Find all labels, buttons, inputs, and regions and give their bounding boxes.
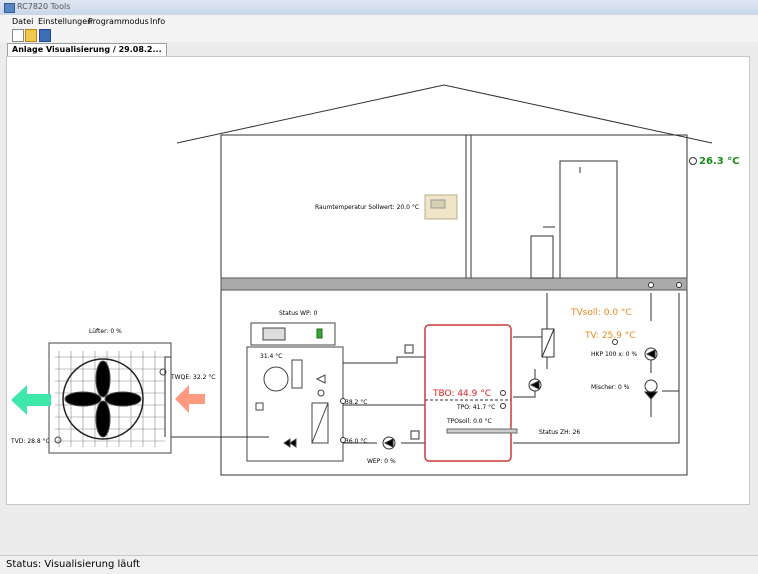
status-text: Status: Visualisierung läuft bbox=[6, 559, 141, 570]
compressor-icon bbox=[263, 366, 289, 392]
tvd-label: TVD: 28.8 °C bbox=[10, 438, 50, 445]
temp-31-label: 31.4 °C bbox=[260, 353, 282, 360]
status-bar: Status: Visualisierung läuft bbox=[0, 555, 758, 574]
visualization-canvas: 26.3 °C Raumtemperatur Sollwert: 20.0 °C… bbox=[6, 56, 750, 505]
plant-diagram: 26.3 °C Raumtemperatur Sollwert: 20.0 °C… bbox=[10, 84, 740, 476]
storage-tank bbox=[424, 324, 512, 462]
air-in-arrow-icon bbox=[175, 385, 205, 413]
house-outline bbox=[220, 134, 688, 476]
menu-info[interactable]: Info bbox=[150, 17, 166, 26]
room-setpoint-label: Raumtemperatur Sollwert: 20.0 °C bbox=[315, 204, 419, 211]
outdoor-sensor-icon bbox=[689, 157, 697, 165]
mixer-motor-icon bbox=[644, 379, 658, 393]
status-zh-label: Status ZH: 26 bbox=[539, 429, 580, 436]
outside-temp-label: 26.3 °C bbox=[699, 156, 740, 167]
washbasin bbox=[530, 235, 554, 279]
menu-einstellungen[interactable]: Einstellungen bbox=[38, 17, 93, 26]
tpo-label: TPO: 41.7 °C bbox=[456, 404, 495, 411]
save-disk-icon[interactable] bbox=[39, 29, 51, 42]
new-file-icon[interactable] bbox=[12, 29, 24, 42]
floor-slab bbox=[220, 277, 688, 291]
tposoll-label: TPOsoll: 0.0 °C bbox=[446, 418, 492, 425]
app-icon bbox=[4, 3, 15, 13]
status-wp-label: Status WP: 0 bbox=[279, 310, 318, 317]
indoor-unit bbox=[246, 322, 344, 462]
wep-label: WEP: 0 % bbox=[367, 458, 396, 465]
toolbar bbox=[0, 28, 758, 42]
window-title: RC7820 Tools bbox=[17, 2, 71, 11]
tbo-label: TBO: 44.9 °C bbox=[432, 389, 491, 399]
mischer-label: Mischer: 0 % bbox=[591, 384, 630, 391]
temp-36-label: 36.0 °C bbox=[345, 438, 367, 445]
open-folder-icon[interactable] bbox=[25, 29, 37, 42]
menu-bar: Datei Einstellungen Programmodus Info bbox=[0, 15, 758, 28]
tvsoll-label: TVsoll: 0.0 °C bbox=[570, 308, 632, 318]
tab-strip: Anlage Visualisierung / 29.08.2... bbox=[0, 42, 758, 57]
temp-38-label: 38.2 °C bbox=[345, 399, 367, 406]
tab-anlage-visualisierung[interactable]: Anlage Visualisierung / 29.08.2... bbox=[7, 43, 167, 57]
title-bar: RC7820 Tools bbox=[0, 0, 758, 16]
house-roof bbox=[176, 84, 713, 144]
outdoor-unit bbox=[48, 342, 172, 454]
twqe-label: TWQE: 32.2 °C bbox=[170, 374, 216, 381]
air-out-arrow-icon bbox=[11, 385, 51, 415]
luefter-label: Lüfter: 0 % bbox=[89, 328, 122, 335]
tv-label: TV: 25.9 °C bbox=[584, 331, 636, 341]
menu-programmodus[interactable]: Programmodus bbox=[88, 17, 149, 26]
fan-icon bbox=[64, 360, 142, 438]
menu-datei[interactable]: Datei bbox=[12, 17, 34, 26]
hkp-label: HKP 100 x: 0 % bbox=[591, 351, 638, 358]
